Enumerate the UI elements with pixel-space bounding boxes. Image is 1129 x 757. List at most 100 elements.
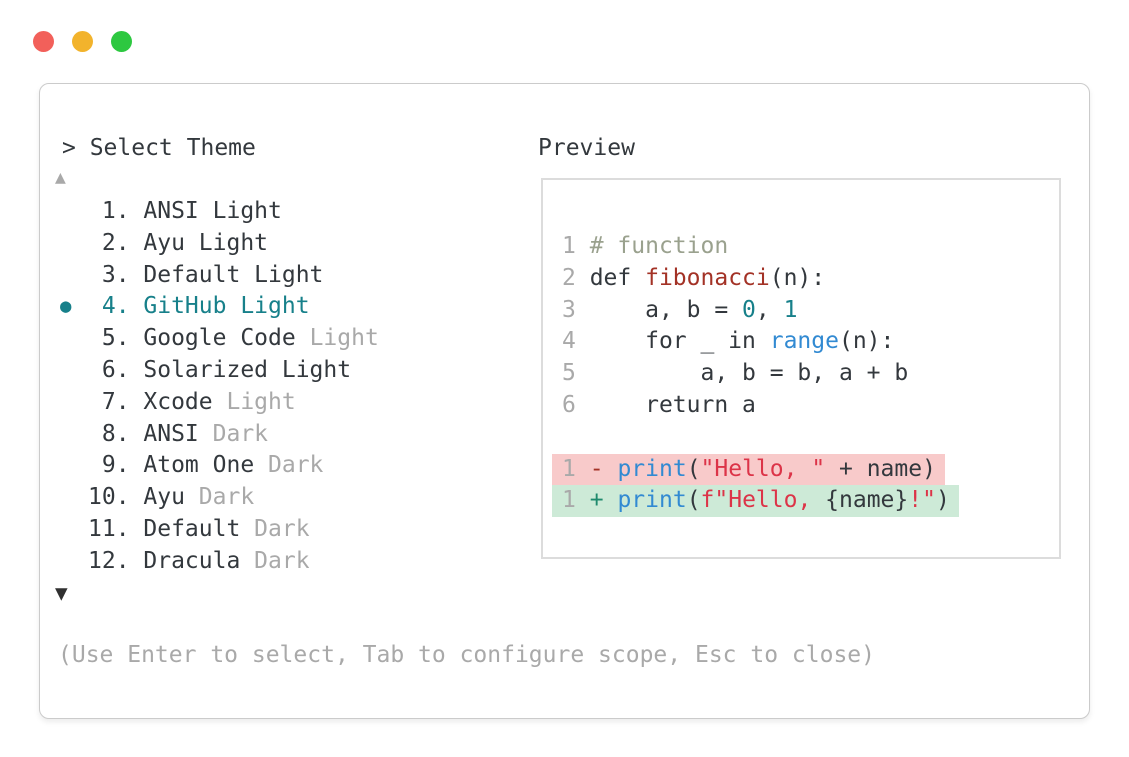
close-button[interactable] <box>33 31 54 52</box>
code-token: a, b = <box>575 296 743 323</box>
code-token: "Hello, " <box>700 455 826 482</box>
diff-highlight-removed: 1 - print("Hello, " + name) <box>552 453 945 486</box>
theme-list: 1. ANSI Light 2. Ayu Light 3. Default Li… <box>60 196 379 578</box>
code-token <box>604 456 618 482</box>
code-token <box>576 487 590 513</box>
code-token: range <box>769 328 839 355</box>
theme-option-name: Ayu Light <box>143 229 269 256</box>
theme-option-name: Ayu <box>143 484 185 511</box>
theme-option-name: ANSI <box>143 420 199 447</box>
code-token: 1 <box>562 233 576 259</box>
theme-option-name: Solarized Light <box>143 356 352 383</box>
theme-option-number: 1. <box>88 198 144 224</box>
theme-option-name: Dracula <box>143 547 241 574</box>
theme-option-number: 2. <box>88 229 144 256</box>
code-token: 1 <box>783 296 798 323</box>
theme-option-number: 6. <box>88 356 144 383</box>
theme-option-variant: Dark <box>198 420 269 447</box>
theme-picker-title: > Select Theme <box>62 135 256 161</box>
theme-option-number: 7. <box>88 388 144 415</box>
theme-option[interactable]: 12. Dracula Dark <box>88 546 379 578</box>
code-token: 0 <box>742 296 756 323</box>
theme-option-variant: Dark <box>254 452 324 479</box>
footer-hint: (Use Enter to select, Tab to configure s… <box>58 642 875 668</box>
selected-bullet-icon: ● <box>60 295 72 318</box>
zoom-button[interactable] <box>111 31 132 52</box>
theme-option-number: 4. <box>88 293 144 320</box>
code-token: 6 <box>562 391 576 418</box>
theme-option-name: Atom One <box>143 452 255 479</box>
theme-option-name: GitHub Light <box>143 293 310 320</box>
theme-option-name: Xcode <box>143 388 213 415</box>
diff-removed-line: 1 - print("Hello, " + name) <box>552 453 959 486</box>
theme-option-variant: Light <box>295 325 379 352</box>
code-token: 2 <box>562 264 576 291</box>
code-token: 5 <box>562 360 576 387</box>
code-token: def <box>575 264 646 291</box>
minimize-button[interactable] <box>72 31 93 52</box>
theme-option-number: 12. <box>88 547 144 574</box>
theme-option[interactable]: 10. Ayu Dark <box>88 482 379 514</box>
code-line <box>562 422 959 454</box>
theme-option-number: 10. <box>88 484 144 511</box>
code-token: 3 <box>562 296 576 323</box>
code-token: + name) <box>825 455 936 482</box>
window-controls <box>33 31 132 52</box>
theme-selector-dialog: > Select Theme Preview ▲ 1. ANSI Light 2… <box>39 83 1090 719</box>
theme-option-number: 9. <box>88 452 144 479</box>
diff-highlight-added: 1 + print(f"Hello, {name}!") <box>552 485 959 518</box>
preview-title: Preview <box>538 135 635 161</box>
code-line: 4 for _ in range(n): <box>562 326 959 358</box>
code-token: for _ in <box>575 328 770 355</box>
code-token: (n): <box>838 328 895 355</box>
code-token: !" <box>908 487 936 514</box>
theme-option-name: Default Light <box>143 261 324 288</box>
theme-option[interactable]: 8. ANSI Dark <box>88 419 379 451</box>
code-token: fibonacci <box>645 264 770 291</box>
code-token: ) <box>935 487 950 514</box>
theme-option[interactable]: 6. Solarized Light <box>88 355 379 387</box>
code-token: 1 <box>562 487 576 514</box>
theme-option[interactable]: 5. Google Code Light <box>88 323 379 355</box>
code-line: 6 return a <box>562 390 959 422</box>
theme-option-variant: Light <box>212 388 296 415</box>
theme-option-name: Default <box>143 515 241 542</box>
code-token: 1 <box>562 455 576 482</box>
theme-option-variant: Dark <box>240 515 310 542</box>
code-token: - <box>589 455 604 482</box>
code-token: , <box>755 296 784 323</box>
code-line: 3 a, b = 0, 1 <box>562 295 959 327</box>
code-token <box>576 456 590 482</box>
scroll-down-icon: ▼ <box>55 581 68 605</box>
code-token: f"Hello, <box>700 487 826 514</box>
code-token: (n): <box>769 264 826 291</box>
theme-option[interactable]: 1. ANSI Light <box>88 196 379 228</box>
theme-option[interactable]: 3. Default Light <box>88 260 379 292</box>
theme-option-variant: Dark <box>240 547 310 574</box>
theme-option[interactable]: 11. Default Dark <box>88 514 379 546</box>
scroll-up-icon: ▲ <box>55 167 66 188</box>
code-token: return a <box>575 391 756 418</box>
theme-option[interactable]: ● 4. GitHub Light <box>60 291 379 323</box>
code-token: ( <box>686 487 701 514</box>
code-token: # function <box>589 233 729 259</box>
code-token: {name} <box>825 487 909 514</box>
code-line: 5 a, b = b, a + b <box>562 358 959 390</box>
theme-option[interactable]: 2. Ayu Light <box>88 228 379 260</box>
code-line: 2 def fibonacci(n): <box>562 263 959 295</box>
diff-added-line: 1 + print(f"Hello, {name}!") <box>552 485 959 518</box>
code-token: + <box>589 487 604 514</box>
code-token: ( <box>686 455 701 482</box>
theme-option[interactable]: 9. Atom One Dark <box>88 450 379 482</box>
theme-option-name: ANSI Light <box>143 198 282 224</box>
code-token: print <box>617 455 687 482</box>
code-line: 1 # function <box>562 231 959 263</box>
theme-option-number: 3. <box>88 261 144 288</box>
theme-option[interactable]: 7. Xcode Light <box>88 387 379 419</box>
code-token <box>604 487 618 513</box>
code-token: 4 <box>562 328 576 355</box>
theme-option-name: Google Code <box>143 325 296 352</box>
theme-option-number: 8. <box>88 420 144 447</box>
